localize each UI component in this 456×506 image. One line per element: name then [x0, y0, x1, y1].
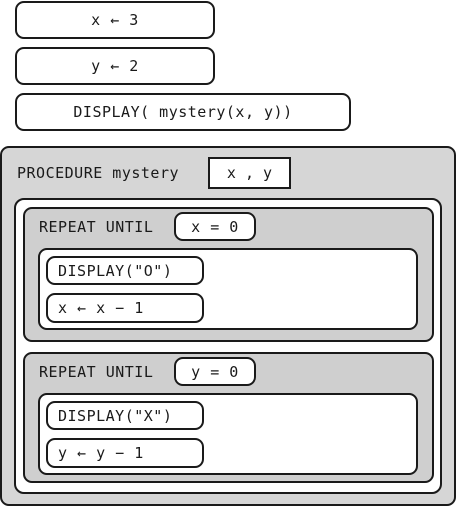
loop-1-decrement-statement[interactable]: x ← x − 1 [46, 293, 204, 323]
procedure-keyword: PROCEDURE mystery [17, 164, 180, 182]
display-call-block[interactable]: DISPLAY( mystery(x, y)) [15, 93, 351, 131]
repeat-until-keyword-1: REPEAT UNTIL [39, 218, 154, 236]
assign-y-block[interactable]: y ← 2 [15, 47, 215, 85]
loop-2-display-statement[interactable]: DISPLAY("X") [46, 401, 204, 430]
loop-2-decrement-statement[interactable]: y ← y − 1 [46, 438, 204, 468]
procedure-params[interactable]: x , y [208, 157, 291, 189]
loop-1-display-statement[interactable]: DISPLAY("O") [46, 256, 204, 285]
loop-1-condition[interactable]: x = 0 [174, 212, 256, 241]
assign-x-block[interactable]: x ← 3 [15, 1, 215, 39]
repeat-until-keyword-2: REPEAT UNTIL [39, 363, 154, 381]
loop-2-condition[interactable]: y = 0 [174, 357, 256, 386]
